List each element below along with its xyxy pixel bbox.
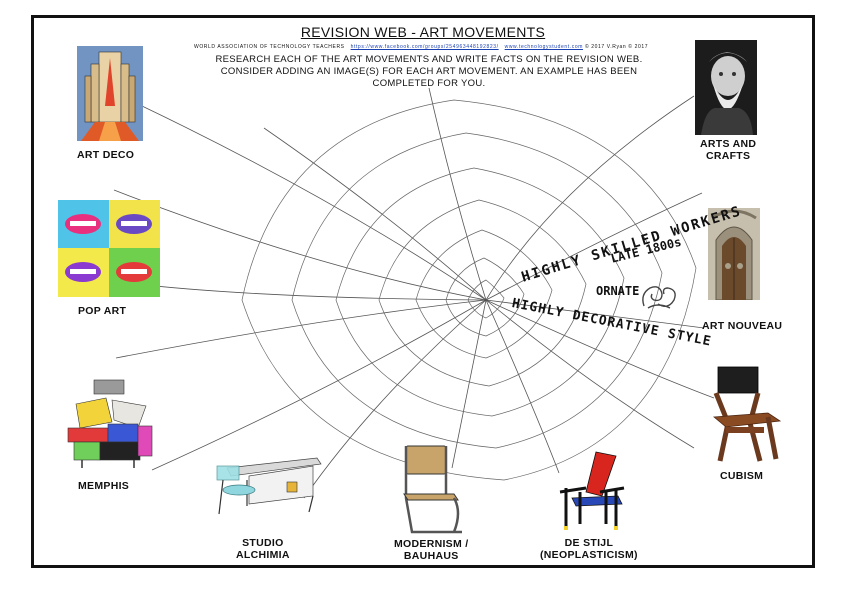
pop-art-lips-icon [58,200,160,297]
label-arts-and-crafts-line2: CRAFTS [705,150,751,162]
cubist-chair-icon [706,363,786,463]
label-art-nouveau: ART NOUVEAU [702,320,783,332]
label-arts-and-crafts-line1: ARTS AND [700,138,757,150]
spider-web [103,87,715,499]
bauhaus-chair-icon [398,442,466,536]
label-modernism-bauhaus: MODERNISM / BAUHAUS [394,538,468,562]
attribution-line: WORLD ASSOCIATION OF TECHNOLOGY TEACHERS… [194,44,648,50]
red-blue-chair-icon [552,448,636,532]
art-nouveau-door-icon [708,208,760,300]
label-memphis: MEMPHIS [78,480,130,492]
label-studio-alchimia: STUDIO ALCHIMIA [236,537,290,561]
instructions: RESEARCH EACH OF THE ART MOVEMENTS AND W… [215,54,643,89]
art-deco-building-icon [77,46,143,141]
label-modernism-line2: BAUHAUS [403,550,459,562]
label-pop-art: POP ART [78,305,127,317]
label-modernism-line1: MODERNISM / [394,538,469,550]
copyright-text: © 2017 V.Ryan © 2017 [584,44,649,50]
label-studio-alchimia-line1: STUDIO [242,537,284,549]
memphis-furniture-icon [64,376,159,468]
label-studio-alchimia-line2: ALCHIMIA [236,549,290,561]
scroll-ornament-icon [638,280,680,314]
label-de-stijl: DE STIJL (NEOPLASTICISM) [540,537,638,561]
facebook-link[interactable]: https://www.facebook.com/groups/25496344… [350,44,499,50]
attribution-org: WORLD ASSOCIATION OF TECHNOLOGY TEACHERS [194,44,345,50]
label-de-stijl-line2: (NEOPLASTICISM) [540,549,638,561]
label-cubism: CUBISM [720,470,764,482]
label-de-stijl-line1: DE STIJL [564,537,614,549]
note-ornate: ORNATE [596,284,640,298]
page-title: REVISION WEB - ART MOVEMENTS [300,24,546,40]
label-arts-and-crafts: ARTS AND CRAFTS [700,138,756,162]
website-link[interactable]: www.technologystudent.com [504,44,583,50]
worksheet-frame: REVISION WEB - ART MOVEMENTS WORLD ASSOC… [31,15,815,568]
alchimia-desk-icon [209,454,329,522]
portrait-photo-icon [695,40,757,135]
label-art-deco: ART DECO [77,149,135,161]
